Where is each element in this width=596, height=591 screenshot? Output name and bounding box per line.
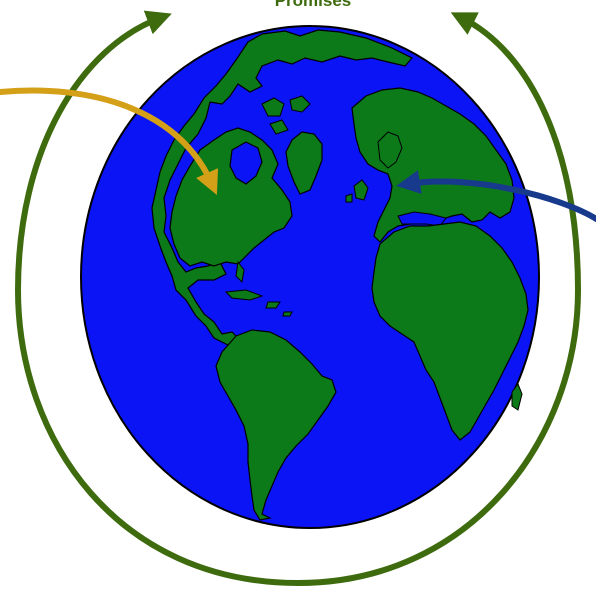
diagram-title: Promises xyxy=(0,0,596,9)
globe-icon xyxy=(81,26,539,528)
